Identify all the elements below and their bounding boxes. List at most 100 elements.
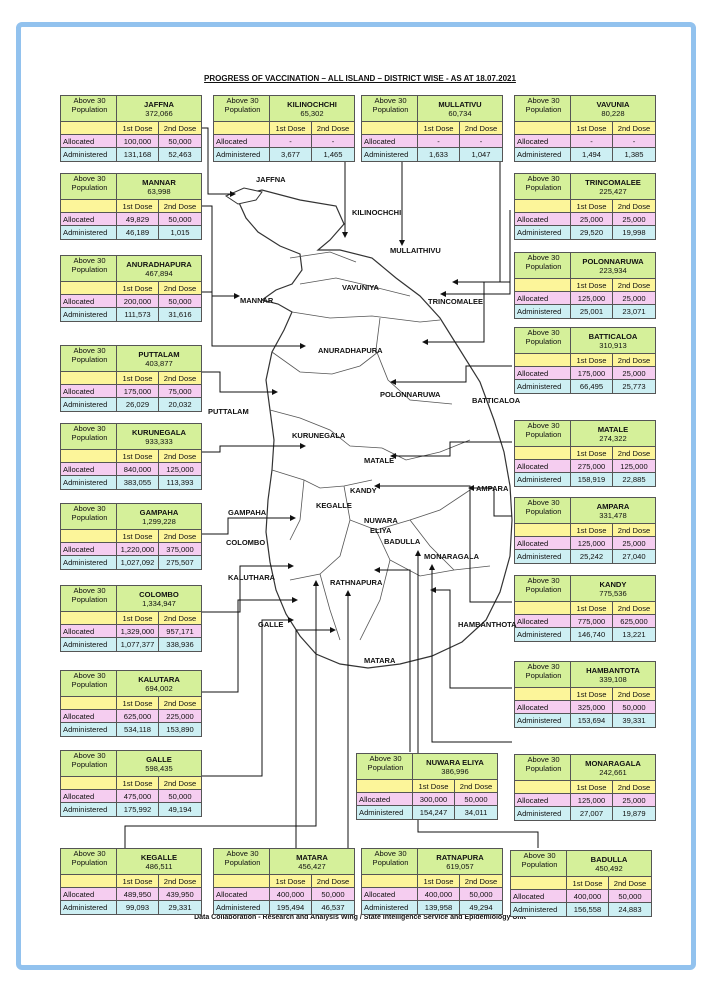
dose1-header: 1st Dose — [413, 780, 455, 793]
allocated-dose1: 175,000 — [571, 367, 613, 380]
map-label-hambanthota: HAMBANTHOTA — [458, 620, 517, 629]
dose2-header: 2nd Dose — [159, 875, 201, 888]
administered-dose1: 1,494 — [571, 148, 613, 161]
administered-dose1: 383,055 — [117, 476, 159, 489]
map-label-rathnapura: RATHNAPURA — [330, 578, 383, 587]
population-label: Population — [525, 337, 562, 346]
allocated-dose2: 50,000 — [609, 890, 651, 903]
dose1-header: 1st Dose — [571, 122, 613, 135]
dose-blank-cell — [362, 122, 418, 135]
map-label-eliya: ELIYA — [370, 526, 392, 535]
administered-dose2: 39,331 — [613, 714, 655, 727]
district-population: 486,511 — [145, 861, 173, 871]
above-30-label: Above 30 — [73, 586, 106, 595]
population-label: Population — [521, 860, 558, 869]
administered-label: Administered — [515, 473, 571, 486]
dose1-header: 1st Dose — [117, 777, 159, 790]
allocated-dose1: 300,000 — [413, 793, 455, 806]
map-label-ampara: AMPARA — [476, 484, 509, 493]
district-population: 386,996 — [441, 766, 469, 776]
footer-credit: Data Collaboration - Research and Analys… — [194, 914, 526, 921]
population-label: Population — [525, 105, 562, 114]
map-label-vavuniya: VAVUNIYA — [342, 283, 379, 292]
dose1-header: 1st Dose — [571, 279, 613, 292]
administered-label: Administered — [214, 901, 270, 914]
allocated-dose1: 400,000 — [270, 888, 312, 901]
administered-label: Administered — [515, 807, 571, 820]
dose-blank-cell — [61, 777, 117, 790]
administered-dose1: 156,558 — [567, 903, 609, 916]
population-label: Population — [525, 430, 562, 439]
dose1-header: 1st Dose — [571, 602, 613, 615]
allocated-label: Allocated — [61, 543, 117, 556]
administered-label: Administered — [61, 148, 117, 161]
administered-dose2: 1,015 — [159, 226, 201, 239]
dose1-header: 1st Dose — [571, 781, 613, 794]
population-label: Population — [71, 595, 108, 604]
administered-dose1: 131,168 — [117, 148, 159, 161]
population-label: Population — [525, 507, 562, 516]
administered-dose1: 175,992 — [117, 803, 159, 816]
district-population: 63,998 — [147, 186, 171, 196]
map-label-mullaithivu: MULLAITHIVU — [390, 246, 441, 255]
district-name: AMPARA — [596, 501, 630, 511]
allocated-label: Allocated — [214, 888, 270, 901]
allocated-label: Allocated — [61, 385, 117, 398]
dose1-header: 1st Dose — [117, 450, 159, 463]
dose2-header: 2nd Dose — [159, 530, 201, 543]
administered-label: Administered — [362, 901, 418, 914]
district-population: 403,877 — [145, 358, 173, 368]
allocated-dose1: 475,000 — [117, 790, 159, 803]
administered-label: Administered — [515, 148, 571, 161]
district-name: KILINOCHCHI — [287, 99, 337, 109]
administered-label: Administered — [61, 226, 117, 239]
population-label: Population — [525, 764, 562, 773]
allocated-label: Allocated — [515, 615, 571, 628]
allocated-label: Allocated — [515, 292, 571, 305]
allocated-dose1: 489,950 — [117, 888, 159, 901]
administered-label: Administered — [357, 806, 413, 819]
island-outline — [235, 189, 513, 669]
dose-blank-cell — [61, 200, 117, 213]
administered-label: Administered — [214, 148, 270, 161]
dose-blank-cell — [61, 697, 117, 710]
above-30-label: Above 30 — [374, 849, 407, 858]
population-label: Population — [71, 265, 108, 274]
map-label-matale: MATALE — [364, 456, 395, 465]
dose-blank-cell — [61, 122, 117, 135]
above-30-label: Above 30 — [73, 751, 106, 760]
dose2-header: 2nd Dose — [460, 122, 502, 135]
administered-dose1: 27,007 — [571, 807, 613, 820]
jaffna-peninsula — [224, 187, 263, 205]
allocated-dose1: 400,000 — [567, 890, 609, 903]
administered-label: Administered — [515, 714, 571, 727]
dose-blank-cell — [214, 122, 270, 135]
allocated-dose1: 125,000 — [571, 794, 613, 807]
district-population: 80,228 — [601, 108, 625, 118]
allocated-dose1: 1,220,000 — [117, 543, 159, 556]
district-population: 933,333 — [145, 436, 173, 446]
allocated-dose2: 25,000 — [613, 537, 655, 550]
allocated-dose2: 957,171 — [159, 625, 201, 638]
district-name: KANDY — [599, 579, 627, 589]
dose-blank-cell — [214, 875, 270, 888]
administered-dose1: 26,029 — [117, 398, 159, 411]
above-30-label: Above 30 — [527, 328, 560, 337]
dose1-header: 1st Dose — [270, 875, 312, 888]
administered-dose2: 27,040 — [613, 550, 655, 563]
